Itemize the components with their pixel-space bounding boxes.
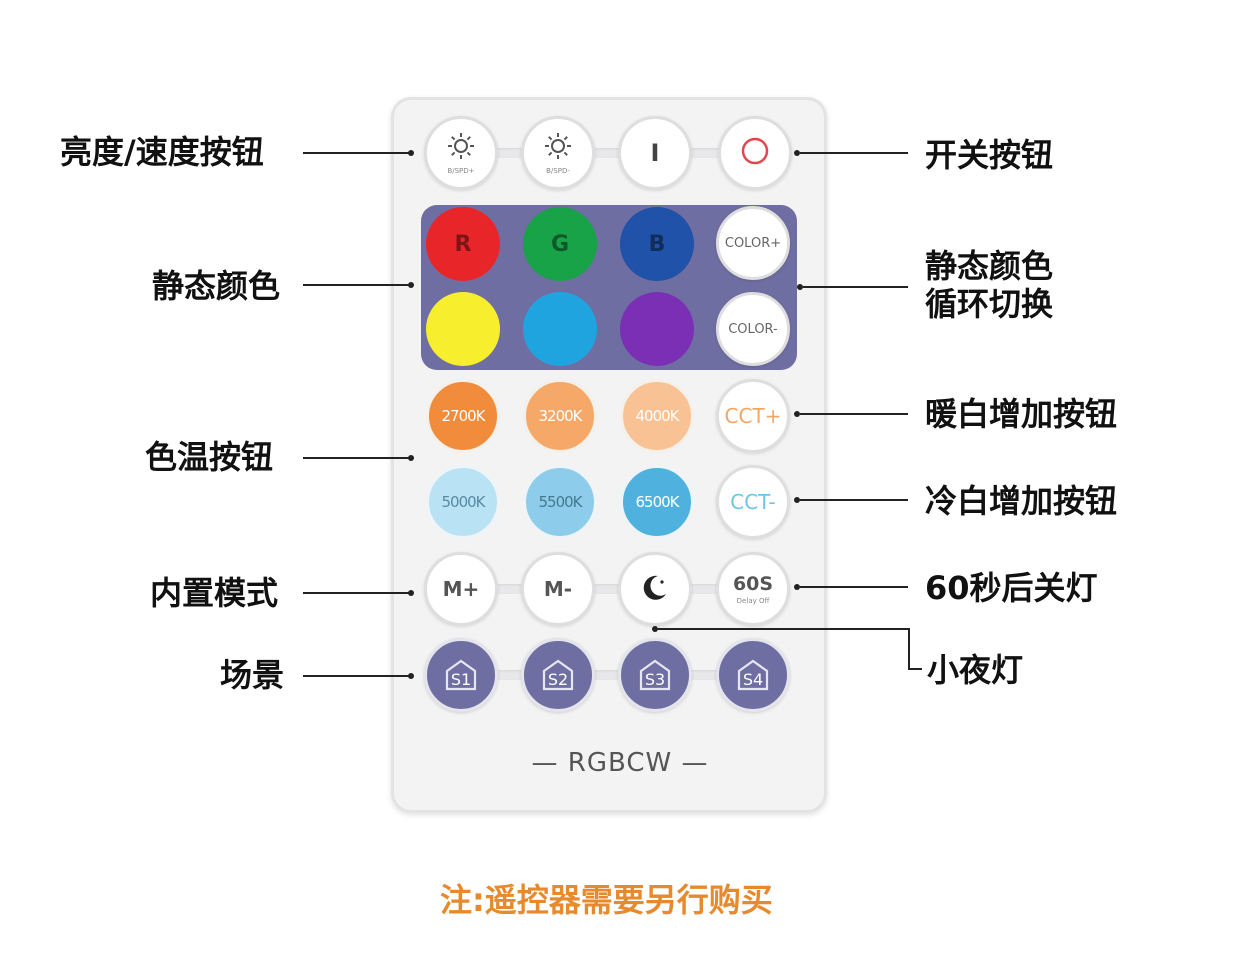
color-plus-button[interactable]: COLOR+ [716,206,790,280]
purple-button[interactable] [620,292,694,366]
leader-line [303,675,411,677]
button-label: G [551,232,569,257]
label-color-temp: 色温按钮 [145,437,273,477]
power-on-button[interactable]: I [618,116,692,190]
label-color-cycle-line1: 静态颜色 [925,247,1053,285]
scene-2-button[interactable]: S2 [521,638,595,712]
leader-line [800,586,908,588]
leader-line [303,284,411,286]
label-scene: 场景 [220,655,284,695]
6500k-button[interactable]: 6500K [620,465,694,539]
sun-minus-icon [543,131,573,165]
button-label: 5000K [441,493,484,511]
button-label: 4000K [635,407,678,425]
brightness-up-button[interactable]: B/SPD+ [424,116,498,190]
button-label: 60S [733,573,773,595]
cct-plus-button[interactable]: CCT+ [716,379,790,453]
color-minus-button[interactable]: COLOR- [716,292,790,366]
power-off-icon [740,136,770,170]
green-button[interactable]: G [523,207,597,281]
leader-dot [408,590,414,596]
button-label: B [649,232,666,257]
button-label: COLOR+ [725,236,781,251]
label-power: 开关按钮 [925,135,1053,175]
cct-minus-button[interactable]: CCT- [716,465,790,539]
label-color-cycle-line2: 循环切换 [925,285,1053,323]
leader-line [908,628,910,670]
cyan-button[interactable] [523,292,597,366]
mode-plus-button[interactable]: M+ [424,552,498,626]
row6-rail [460,584,760,594]
leader-line [803,286,908,288]
button-label: S2 [548,670,568,689]
moon-icon [638,570,672,608]
5500k-button[interactable]: 5500K [523,465,597,539]
button-label: M+ [443,577,480,601]
leader-line [908,668,922,670]
3200k-button[interactable]: 3200K [523,379,597,453]
scene-3-button[interactable]: S3 [618,638,692,712]
5000k-button[interactable]: 5000K [426,465,500,539]
button-label: 6500K [635,493,678,511]
label-warm-white-up: 暖白增加按钮 [925,394,1117,434]
leader-line [303,592,411,594]
label-builtin-mode: 内置模式 [150,573,278,613]
leader-dot [408,150,414,156]
button-label: 2700K [441,407,484,425]
4000k-button[interactable]: 4000K [620,379,694,453]
label-color-cycle: 静态颜色 循环切换 [925,247,1053,323]
leader-line [800,152,908,154]
button-sublabel: B/SPD+ [447,167,474,175]
label-brightness-speed: 亮度/速度按钮 [60,132,264,172]
blue-button[interactable]: B [620,207,694,281]
row7-rail [460,670,760,680]
scene-1-button[interactable]: S1 [424,638,498,712]
2700k-button[interactable]: 2700K [426,379,500,453]
footnote: 注:遥控器需要另行购买 [440,875,840,921]
brand-label: — RGBCW — [530,748,710,778]
button-label: COLOR- [728,322,778,337]
leader-line [800,499,908,501]
button-label: CCT+ [725,404,782,428]
delay-off-button[interactable]: 60S Delay Off [716,552,790,626]
yellow-button[interactable] [426,292,500,366]
power-off-button[interactable] [718,116,792,190]
leader-line [303,152,411,154]
button-sublabel: B/SPD- [546,167,570,175]
button-label: S3 [645,670,665,689]
button-sublabel: Delay Off [737,597,770,605]
leader-dot [408,455,414,461]
power-on-icon: I [651,139,660,167]
leader-dot [408,673,414,679]
red-button[interactable]: R [426,207,500,281]
mode-minus-button[interactable]: M- [521,552,595,626]
brightness-down-button[interactable]: B/SPD- [521,116,595,190]
leader-line [658,628,910,630]
button-label: 3200K [538,407,581,425]
button-label: CCT- [730,490,776,514]
night-light-button[interactable] [618,552,692,626]
leader-line [800,413,908,415]
row1-rail [460,148,760,158]
label-cold-white-up: 冷白增加按钮 [925,481,1117,521]
sun-plus-icon [446,131,476,165]
button-label: M- [544,577,572,601]
button-label: R [455,232,472,257]
button-label: S1 [451,670,471,689]
button-label: S4 [743,670,763,689]
label-night-light: 小夜灯 [927,650,1023,690]
label-delay-off: 60秒后关灯 [925,568,1098,608]
leader-line [303,457,411,459]
button-label: 5500K [538,493,581,511]
leader-dot [408,282,414,288]
label-static-color: 静态颜色 [152,266,280,306]
scene-4-button[interactable]: S4 [716,638,790,712]
